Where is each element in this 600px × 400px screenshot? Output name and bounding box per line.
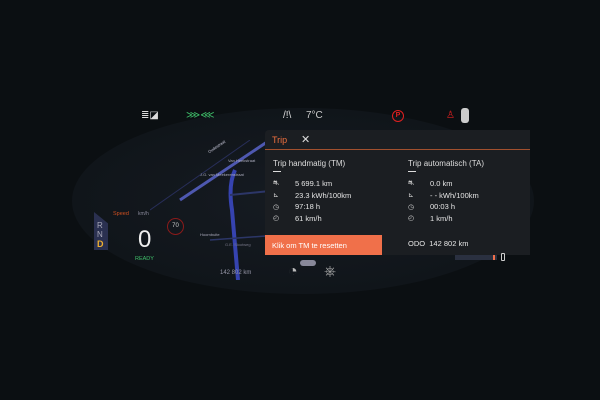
parking-brake-icon: P xyxy=(392,110,404,122)
divider xyxy=(265,149,530,150)
trip-manual-heading: Trip handmatig (TM) xyxy=(273,159,346,168)
speed-limit-sign: 70 xyxy=(167,218,184,235)
consumption-value: 23.3 kWh/100km xyxy=(295,190,352,200)
close-icon[interactable]: ✕ xyxy=(301,134,311,146)
battery-range-bar xyxy=(455,255,497,260)
ready-status: READY xyxy=(135,256,154,262)
road-ice-warning-icon: /!\ xyxy=(283,110,292,121)
distance-value: 0.0 km xyxy=(430,179,453,189)
consumption-chart-icon: ⊾ xyxy=(273,192,279,200)
gear-n: N xyxy=(97,230,103,239)
battery-icon xyxy=(501,253,505,261)
avg-speed-value: 1 km/h xyxy=(430,213,453,223)
consumption-chart-icon: ⊾ xyxy=(408,192,414,200)
distance-value: 5 699.1 km xyxy=(295,179,333,189)
speedometer-icon: ◴ xyxy=(408,215,415,223)
distance-icon: ⛐ xyxy=(273,180,280,188)
fog-light-icon: ⋙⋘ xyxy=(186,110,215,121)
speed-value: 0 xyxy=(138,226,152,253)
car-doors-icon xyxy=(461,108,469,123)
speed-unit: km/h xyxy=(138,211,149,217)
trip-manual: Trip handmatig (TM) ⛐ 5 699.1 km ⊾ 23.3 kW… xyxy=(273,159,403,224)
temperature: 7°C xyxy=(306,110,323,121)
gear-selector xyxy=(94,212,108,250)
odo-value: 142 802 km xyxy=(429,239,469,248)
car-ahead-icon xyxy=(300,260,316,266)
steering-assist-icon: ⎈ xyxy=(324,263,337,280)
headlight-auto-icon: ≣◪ xyxy=(141,110,159,121)
reset-trip-button[interactable]: Klik om TM te resetten xyxy=(265,235,382,255)
map-street-label: J.G. van Meekerenstraat xyxy=(200,172,244,177)
trip-auto: Trip automatisch (TA) ⛐ 0.0 km ⊾ - - kWh/1… xyxy=(408,159,538,224)
speed-label: Speed xyxy=(113,211,129,217)
trip-panel: Trip ✕ Trip handmatig (TM) ⛐ 5 699.1 km ⊾… xyxy=(265,130,530,255)
avg-speed-value: 61 km/h xyxy=(295,213,322,223)
navigation-map xyxy=(150,140,280,280)
map-street-label: Van Heekstraat xyxy=(228,158,256,163)
clock-icon: ◷ xyxy=(408,203,415,211)
trip-auto-heading: Trip automatisch (TA) xyxy=(408,159,485,168)
speedometer-icon: ◴ xyxy=(273,215,280,223)
consumption-value: - - kWh/100km xyxy=(430,190,479,200)
time-value: 97:18 h xyxy=(295,202,321,212)
time-value: 00:03 h xyxy=(430,202,456,212)
driver-assist-speed-icon: ◔ xyxy=(288,263,298,280)
gear-d-active: D xyxy=(97,239,104,249)
map-street-label: Hoornbuite xyxy=(200,232,220,237)
map-street-label: G.E. Slootweg xyxy=(225,242,251,247)
odometer: 142 802 km xyxy=(220,270,252,276)
clock-icon: ◷ xyxy=(273,203,280,211)
seatbelt-warning-icon: ♙ xyxy=(446,110,455,121)
distance-icon: ⛐ xyxy=(408,180,415,188)
odo-label: ODO xyxy=(408,239,426,248)
trip-title: Trip xyxy=(272,135,288,145)
odo-readout: ODO 142 802 km xyxy=(408,239,468,248)
gear-r: R xyxy=(97,221,103,230)
